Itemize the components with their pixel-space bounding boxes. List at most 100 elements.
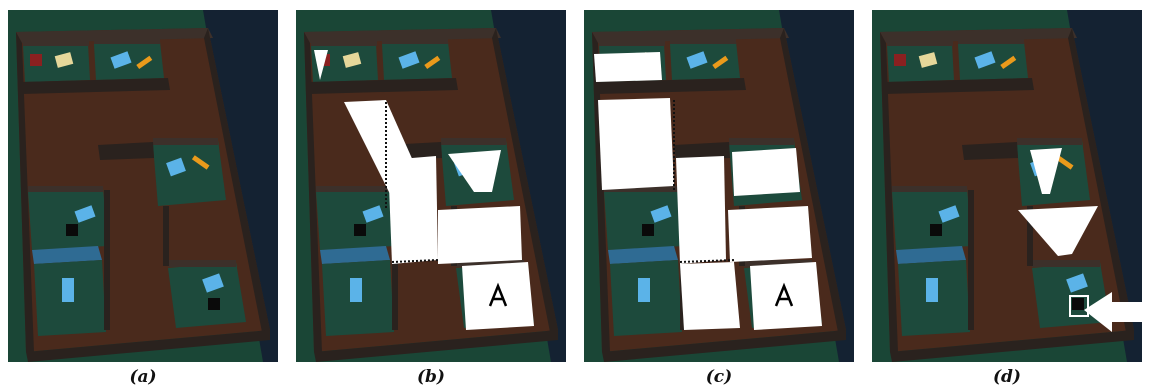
room-left-middle [892, 188, 972, 250]
wall-west [16, 32, 34, 352]
room-wall [316, 186, 391, 192]
wall-top-north [16, 28, 213, 43]
partition-wall [962, 142, 1018, 160]
chair-icon [30, 54, 42, 66]
target-box [1069, 295, 1089, 317]
room-wall [382, 38, 448, 44]
room-wall [1032, 260, 1100, 267]
path-arrow-icon [1018, 206, 1098, 256]
corridor-wall [308, 78, 458, 94]
caption-a: (a) [129, 367, 157, 387]
bed-icon [686, 51, 708, 69]
table-icon [930, 224, 942, 236]
bed-icon [650, 205, 672, 223]
wall-east [204, 28, 270, 332]
orange-item-icon [136, 55, 153, 70]
table-icon [1072, 298, 1084, 310]
room-left-middle [28, 188, 108, 250]
panel-d-floorplan [872, 10, 1142, 362]
visibility-region [438, 206, 522, 264]
orange-item-icon [191, 155, 210, 170]
room-left-middle [604, 188, 684, 250]
orange-item-icon [1055, 155, 1074, 170]
wall-south [314, 330, 558, 362]
room-wall [1017, 138, 1082, 145]
chair-icon [894, 54, 906, 66]
corridor-wall [20, 78, 170, 94]
arrow-icon [1084, 292, 1142, 332]
bed-icon [938, 205, 960, 223]
bed-icon [202, 273, 224, 293]
visibility-region [314, 50, 328, 80]
orange-item-icon [424, 55, 441, 70]
room-fill [732, 148, 800, 196]
table-icon [918, 52, 938, 68]
interior-wall [163, 206, 169, 266]
wall-west [880, 32, 898, 352]
interior-wall [104, 190, 110, 330]
bed-icon [638, 278, 650, 302]
table-icon [66, 224, 78, 236]
bed-icon [974, 51, 996, 69]
room-wall [958, 38, 1024, 44]
panel-b-floorplan [296, 10, 566, 362]
room-wall [670, 38, 736, 44]
caption-b: (b) [417, 367, 445, 387]
wall-west [592, 32, 610, 352]
room-wall [23, 40, 89, 46]
room-fill [676, 156, 726, 264]
bed-icon [62, 278, 74, 302]
table-icon [642, 224, 654, 236]
orange-item-icon [712, 55, 729, 70]
room-blue-strip [896, 246, 966, 264]
wall-south [602, 330, 846, 362]
visibility-region [448, 150, 501, 192]
wall-south [26, 330, 270, 362]
bed-icon [74, 205, 96, 223]
room-wall [311, 40, 377, 46]
wall-top-north [880, 28, 1077, 43]
table-icon [342, 52, 362, 68]
partition-wall [674, 142, 730, 160]
room-left-middle [316, 188, 396, 250]
wall-east [492, 28, 558, 332]
table-icon [354, 224, 366, 236]
room-wall [168, 260, 236, 267]
caption-c: (c) [705, 367, 733, 387]
panel-a-floorplan [8, 10, 278, 362]
table-icon [54, 52, 74, 68]
room-wall [153, 138, 218, 145]
wall-east [780, 28, 846, 332]
room-fill [680, 262, 740, 330]
wall-top-north [304, 28, 501, 43]
orange-item-icon [1000, 55, 1017, 70]
room-wall [744, 260, 812, 267]
room-wall [887, 40, 953, 46]
room-wall [456, 260, 524, 267]
agent-marker-icon [488, 282, 508, 307]
bed-icon [350, 278, 362, 302]
room-wall [604, 186, 679, 192]
wall-south [890, 330, 1134, 362]
room-blue-strip [608, 246, 678, 264]
room-blue-strip [320, 246, 390, 264]
room-fill [728, 206, 812, 262]
room-right-middle [153, 140, 226, 206]
agent-marker-icon [774, 282, 794, 307]
room-top-left [887, 44, 954, 82]
interior-wall [968, 190, 974, 330]
visibility-region [388, 156, 438, 264]
room-wall [892, 186, 967, 192]
bed-icon [110, 51, 132, 69]
room-wall [729, 138, 794, 145]
wall-west [304, 32, 322, 352]
panel-c-floorplan [584, 10, 854, 362]
room-fill [750, 262, 822, 330]
room-wall [28, 186, 103, 192]
corridor-wall [596, 78, 746, 94]
room-top-left [311, 44, 378, 82]
room-fill [594, 52, 662, 82]
table-icon [208, 298, 220, 310]
path-arrow-shaft [1030, 148, 1062, 194]
room-top-left [23, 44, 90, 82]
